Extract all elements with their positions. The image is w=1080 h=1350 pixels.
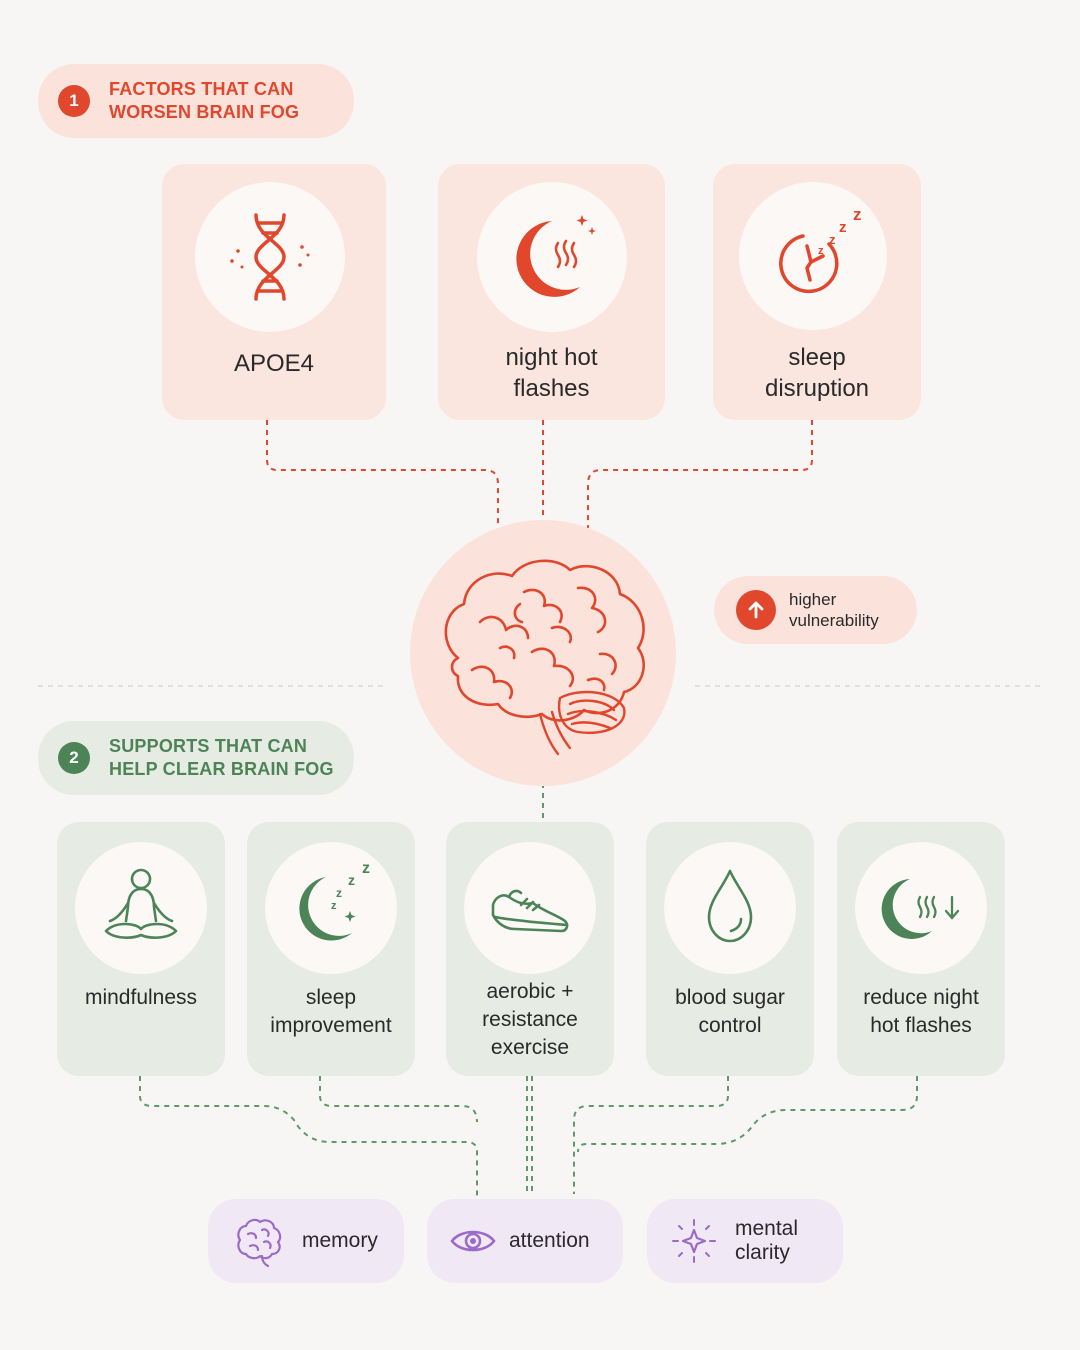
arrow-up-icon [736, 590, 776, 630]
connector-hot-flashes-reduce [577, 1076, 918, 1153]
factor-card-sleep-disruption: z z z z sleep disruption [713, 164, 921, 420]
eye-icon [449, 1217, 497, 1265]
connector-sleep-improvement [319, 1076, 478, 1123]
support-card-blood-sugar: blood sugar control [646, 822, 814, 1076]
dna-icon [195, 182, 345, 332]
vulnerability-label: higher vulnerability [789, 590, 879, 630]
water-drop-icon [664, 842, 796, 974]
outcome-label-memory: memory [302, 1229, 378, 1252]
support-card-exercise: aerobic + resistance exercise [446, 822, 614, 1076]
connector-mindfulness [139, 1076, 478, 1196]
svg-text:z: z [331, 900, 337, 912]
section2-heading: SUPPORTS THAT CAN HELP CLEAR BRAIN FOG [109, 736, 334, 779]
svg-text:z: z [853, 206, 862, 224]
moon-sleep-icon: z z z z [265, 842, 397, 974]
factor-label-sleep-disruption: sleep disruption [764, 344, 870, 402]
brain-icon [410, 520, 676, 786]
connector-sleep-disruption [587, 420, 813, 528]
outcome-label-attention: attention [509, 1229, 590, 1252]
outcome-mental-clarity: mental clarity [647, 1199, 843, 1283]
meditation-icon [75, 842, 207, 974]
outcome-label-mental-clarity: mental clarity [735, 1217, 799, 1264]
section1-header: 1 FACTORS THAT CAN WORSEN BRAIN FOG [38, 64, 354, 138]
support-label-exercise: aerobic + resistance exercise [482, 980, 578, 1059]
section2-header: 2 SUPPORTS THAT CAN HELP CLEAR BRAIN FOG [38, 721, 354, 795]
support-label-mindfulness: mindfulness [84, 986, 198, 1009]
svg-text:z: z [362, 863, 370, 877]
factor-label-night-hot-flashes: night hot flashes [505, 344, 598, 402]
factor-card-apoe4: APOE4 [162, 164, 386, 420]
support-label-blood-sugar: blood sugar control [675, 986, 785, 1037]
section1-heading: FACTORS THAT CAN WORSEN BRAIN FOG [109, 79, 300, 122]
support-card-reduce-hot-flashes: reduce night hot flashes [837, 822, 1005, 1076]
factor-card-night-hot-flashes: night hot flashes [438, 164, 665, 420]
support-label-reduce-hot-flashes: reduce night hot flashes [863, 986, 979, 1037]
section1-number: 1 [58, 85, 90, 117]
broken-clock-sleep-icon: z z z z [739, 182, 887, 330]
svg-text:z: z [336, 886, 342, 900]
sneaker-icon [464, 842, 596, 974]
svg-text:z: z [839, 219, 847, 236]
vulnerability-badge: higher vulnerability [714, 576, 917, 644]
sparkle-icon [671, 1218, 717, 1264]
support-label-sleep-improvement: sleep improvement [270, 986, 392, 1037]
brain-outline-icon [232, 1214, 286, 1268]
moon-heat-icon [477, 182, 627, 332]
connector-blood-sugar [573, 1076, 729, 1194]
svg-text:z: z [818, 245, 824, 257]
outcome-attention: attention [427, 1199, 623, 1283]
outcome-memory: memory [208, 1199, 404, 1283]
connector-apoe4 [266, 420, 499, 528]
support-card-mindfulness: mindfulness [57, 822, 225, 1076]
factor-label-apoe4: APOE4 [233, 350, 315, 377]
svg-text:z: z [348, 872, 355, 888]
moon-heat-down-icon [855, 842, 987, 974]
support-card-sleep-improvement: z z z z sleep improvement [247, 822, 415, 1076]
section2-number: 2 [58, 742, 90, 774]
svg-text:z: z [829, 232, 836, 247]
